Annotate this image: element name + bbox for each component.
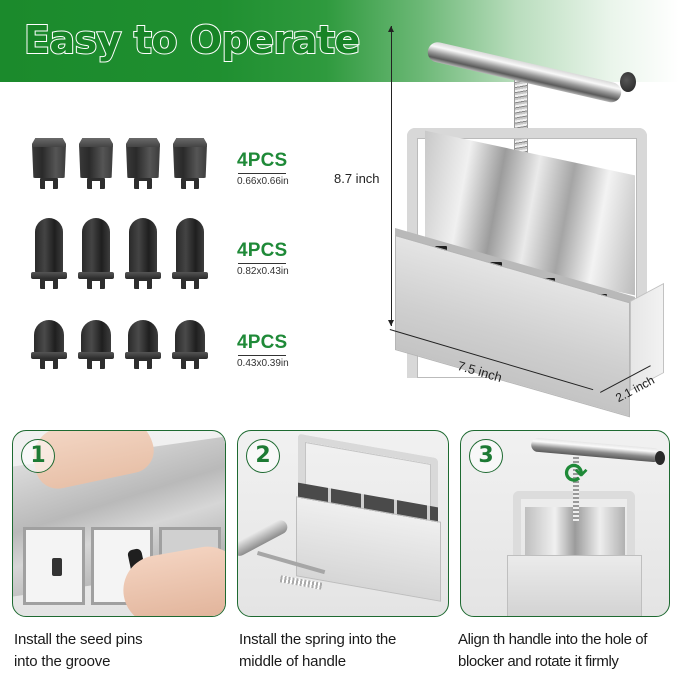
pin-row-tall: [30, 218, 209, 294]
page-title: Easy to Operate: [23, 17, 361, 63]
spring-icon: [514, 80, 528, 168]
short-round-pin-icon: [30, 320, 68, 372]
height-label: 8.7 inch: [334, 171, 380, 186]
caption-line: into the groove: [14, 653, 111, 670]
seed-tool-illustration: [395, 28, 665, 418]
step-number-badge: 2: [246, 439, 280, 473]
pin-size: 0.66x0.66in: [237, 176, 289, 187]
tall-round-pin-icon: [30, 218, 68, 294]
square-pin-icon: [124, 138, 162, 190]
pin-spec-tall: 4PCS 0.82x0.43in: [237, 240, 289, 278]
pin-count: 4PCS: [237, 332, 288, 353]
tall-round-pin-icon: [171, 218, 209, 294]
pin-spec-short: 4PCS 0.43x0.39in: [237, 332, 289, 370]
header-banner: Easy to Operate: [0, 0, 679, 82]
tall-round-pin-icon: [124, 218, 162, 294]
tool-box-illustration: [507, 555, 642, 616]
divider: [238, 263, 286, 264]
square-pin-icon: [171, 138, 209, 190]
pin-spec-square: 4PCS 0.66x0.66in: [237, 150, 289, 188]
spring-icon: [573, 457, 579, 521]
pin-size: 0.43x0.39in: [237, 358, 289, 369]
caption-line: Install the seed pins: [14, 631, 143, 648]
step-number-badge: 1: [21, 439, 55, 473]
height-dimension-line: [388, 26, 394, 326]
tray-cell: [23, 527, 85, 605]
step-caption-2: Install the spring into the middle of ha…: [239, 629, 396, 673]
square-pin-icon: [30, 138, 68, 190]
short-round-pin-icon: [124, 320, 162, 372]
caption-line: Align th handle into the hole of: [458, 631, 648, 648]
t-handle-icon: [530, 437, 662, 463]
step-card-2: 2: [237, 430, 449, 617]
handle-end-cap: [655, 451, 665, 465]
caption-line: blocker and rotate it firmly: [458, 653, 619, 670]
rotate-arrow-icon: ⟳: [564, 458, 588, 489]
step-card-1: 1: [12, 430, 226, 617]
caption-line: middle of handle: [239, 653, 346, 670]
tall-round-pin-icon: [77, 218, 115, 294]
pin-count: 4PCS: [237, 240, 288, 261]
pin-row-short: [30, 320, 209, 372]
short-round-pin-icon: [77, 320, 115, 372]
caption-line: Install the spring into the: [239, 631, 397, 648]
pin-count: 4PCS: [237, 150, 288, 171]
divider: [238, 355, 286, 356]
square-pin-icon: [77, 138, 115, 190]
step-caption-3: Align th handle into the hole of blocker…: [458, 629, 647, 673]
short-round-pin-icon: [171, 320, 209, 372]
step-number-badge: 3: [469, 439, 503, 473]
pin-size: 0.82x0.43in: [237, 266, 289, 277]
divider: [238, 173, 286, 174]
step-caption-1: Install the seed pins into the groove: [14, 629, 143, 673]
handle-end-cap: [620, 72, 636, 92]
pin-row-square: [30, 138, 209, 190]
step-card-3: ⟳ 3: [460, 430, 670, 617]
